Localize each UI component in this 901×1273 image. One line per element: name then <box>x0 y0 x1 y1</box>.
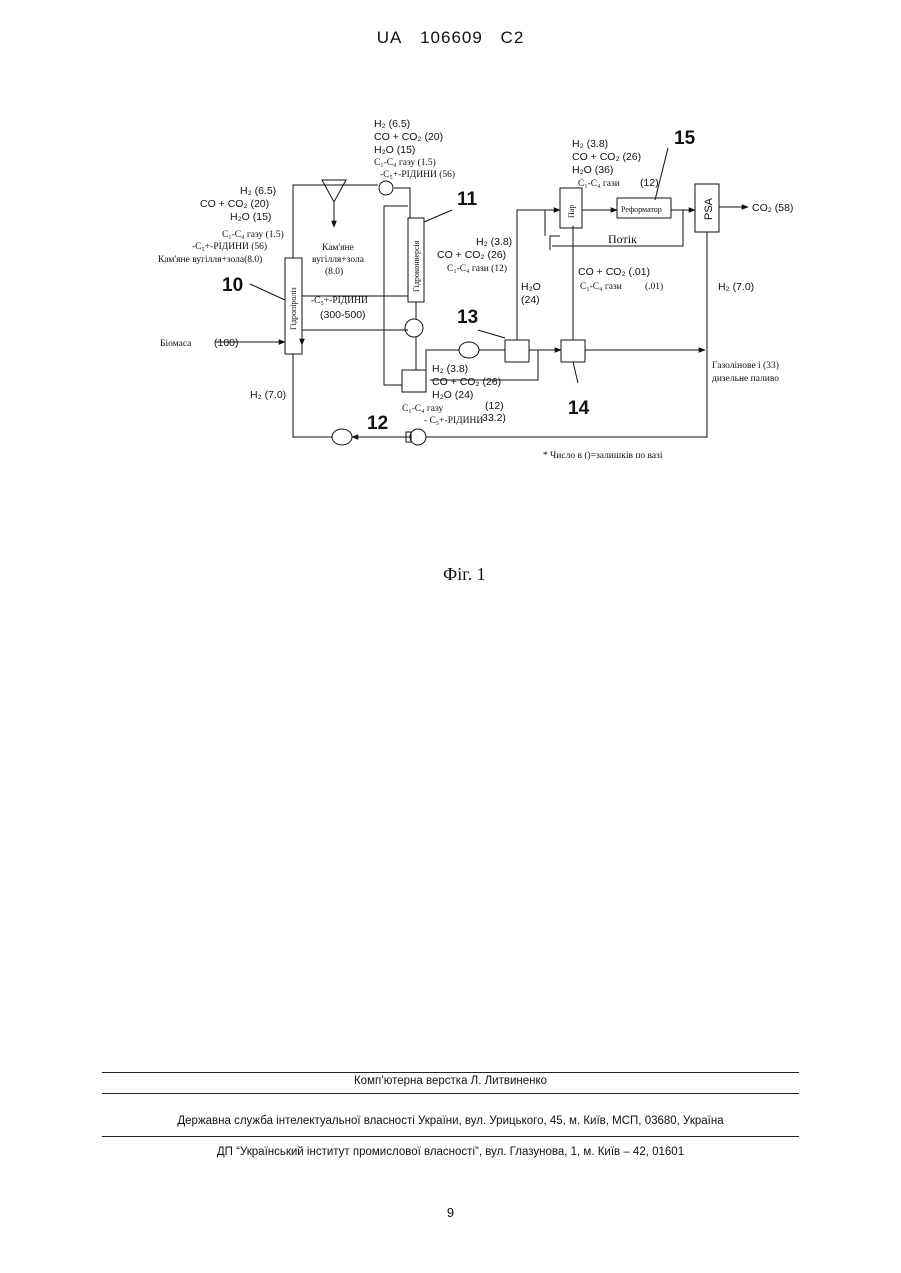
footer-office: Державна служба інтелектуальної власност… <box>0 1115 901 1127</box>
h2-recycle: H₂ (7.0) <box>250 389 286 401</box>
r14-c1c4-value: (.01) <box>645 281 663 292</box>
top-h2: H₂ (6.5) <box>374 118 410 130</box>
steam-label: Пар <box>567 205 576 218</box>
separator-box <box>402 370 426 392</box>
r15-co: CO + CO₂ (26) <box>572 151 641 163</box>
footer-institute: ДП “Український інститут промислової вла… <box>0 1146 901 1158</box>
figure-caption: Фіг. 1 <box>443 564 486 584</box>
units-note: * Число в ()=залишків по вазі <box>543 450 663 461</box>
b-c1c4: C₁-C₄ газу <box>402 404 444 414</box>
recycle-pump <box>410 429 426 445</box>
compressor-ellipse <box>459 342 479 358</box>
mid-range: (300-500) <box>320 309 366 321</box>
left-char: Кам'яне вугілля+зола(8.0) <box>158 254 262 265</box>
b-c5-value: 33.2) <box>482 412 506 424</box>
hydroconversion-label: Гідроконверсія <box>412 240 421 292</box>
footer-rule-1 <box>102 1072 799 1073</box>
biomass-label: Біомаса <box>160 339 192 349</box>
ref-11: 11 <box>457 189 478 210</box>
product-line-1: Газолінове і (33) <box>712 360 779 371</box>
pump-circle-top <box>379 181 393 195</box>
page-number: 9 <box>0 1205 901 1220</box>
ref-10: 10 <box>222 275 243 296</box>
product-line-2: дизельне паливо <box>712 374 779 384</box>
separator-13-box <box>505 340 529 362</box>
co2-out: CO₂ (58) <box>752 202 793 214</box>
footer-layout: Комп’ютерна верстка Л. Литвиненко <box>0 1075 901 1087</box>
m-h2: H₂ (3.8) <box>476 236 512 248</box>
pump-circle-mid <box>405 319 423 337</box>
psa-label: PSA <box>703 197 715 220</box>
left-c1c4: C₁-C₄ газу (1.5) <box>222 229 284 240</box>
h2o-label: H₂O <box>521 281 541 293</box>
ref-14: 14 <box>568 398 590 419</box>
b-c1c4-value: (12) <box>485 400 504 412</box>
char-line-1: Кам'яне <box>322 243 354 253</box>
b-h2o: H₂O (24) <box>432 389 473 401</box>
psa-h2: H₂ (7.0) <box>718 281 754 293</box>
b-h2: H₂ (3.8) <box>432 363 468 375</box>
r15-c1c4-value: (12) <box>640 177 659 189</box>
m-co: CO + CO₂ (26) <box>437 249 506 261</box>
left-c5: -C₅+-РІДИНИ (56) <box>192 241 267 252</box>
left-co: CO + CO₂ (20) <box>200 198 269 210</box>
r15-h2: H₂ (3.8) <box>572 138 608 150</box>
process-flow-diagram: 10 11 12 13 14 15 Гідропіроліз Гідроконв… <box>0 0 901 620</box>
top-c1c4: C₁-C₄ газу (1.5) <box>374 157 436 168</box>
footer-rule-3 <box>102 1136 799 1137</box>
ref-13: 13 <box>457 307 478 328</box>
r14-c1c4: C₁-C₄ гази <box>580 282 622 292</box>
top-c5: -C₅+-РІДИНИ (56) <box>380 169 455 180</box>
reformer-label: Реформатор <box>621 205 662 214</box>
char-cyclone <box>322 180 346 202</box>
separator-14-box <box>561 340 585 362</box>
ref-15: 15 <box>674 128 696 149</box>
b-co: CO + CO₂ (26) <box>432 376 501 388</box>
b-c5: - C₅+-РІДИНИ <box>424 416 483 426</box>
hydropyrolysis-label: Гідропіроліз <box>289 287 298 330</box>
r15-c1c4: C₁-C₄ гази <box>578 179 620 189</box>
top-h2o: H₂O (15) <box>374 144 415 156</box>
flow-label: Потік <box>608 232 637 246</box>
recycle-ellipse <box>332 429 352 445</box>
left-h2o: H₂O (15) <box>230 211 271 223</box>
mid-c5: -C₅+-РІДИНИ <box>311 296 368 306</box>
top-co: CO + CO₂ (20) <box>374 131 443 143</box>
ref-12: 12 <box>367 413 388 434</box>
left-h2: H₂ (6.5) <box>240 185 276 197</box>
r15-h2o: H₂O (36) <box>572 164 613 176</box>
h2o-value: (24) <box>521 294 540 306</box>
biomass-value: (100) <box>214 337 239 349</box>
footer-rule-2 <box>102 1093 799 1094</box>
m-c1c4: C₁-C₄ гази (12) <box>447 263 507 274</box>
char-line-2: вугілля+зола <box>312 255 365 265</box>
r14-co: CO + CO₂ (.01) <box>578 266 650 278</box>
char-line-3: (8.0) <box>325 266 343 277</box>
